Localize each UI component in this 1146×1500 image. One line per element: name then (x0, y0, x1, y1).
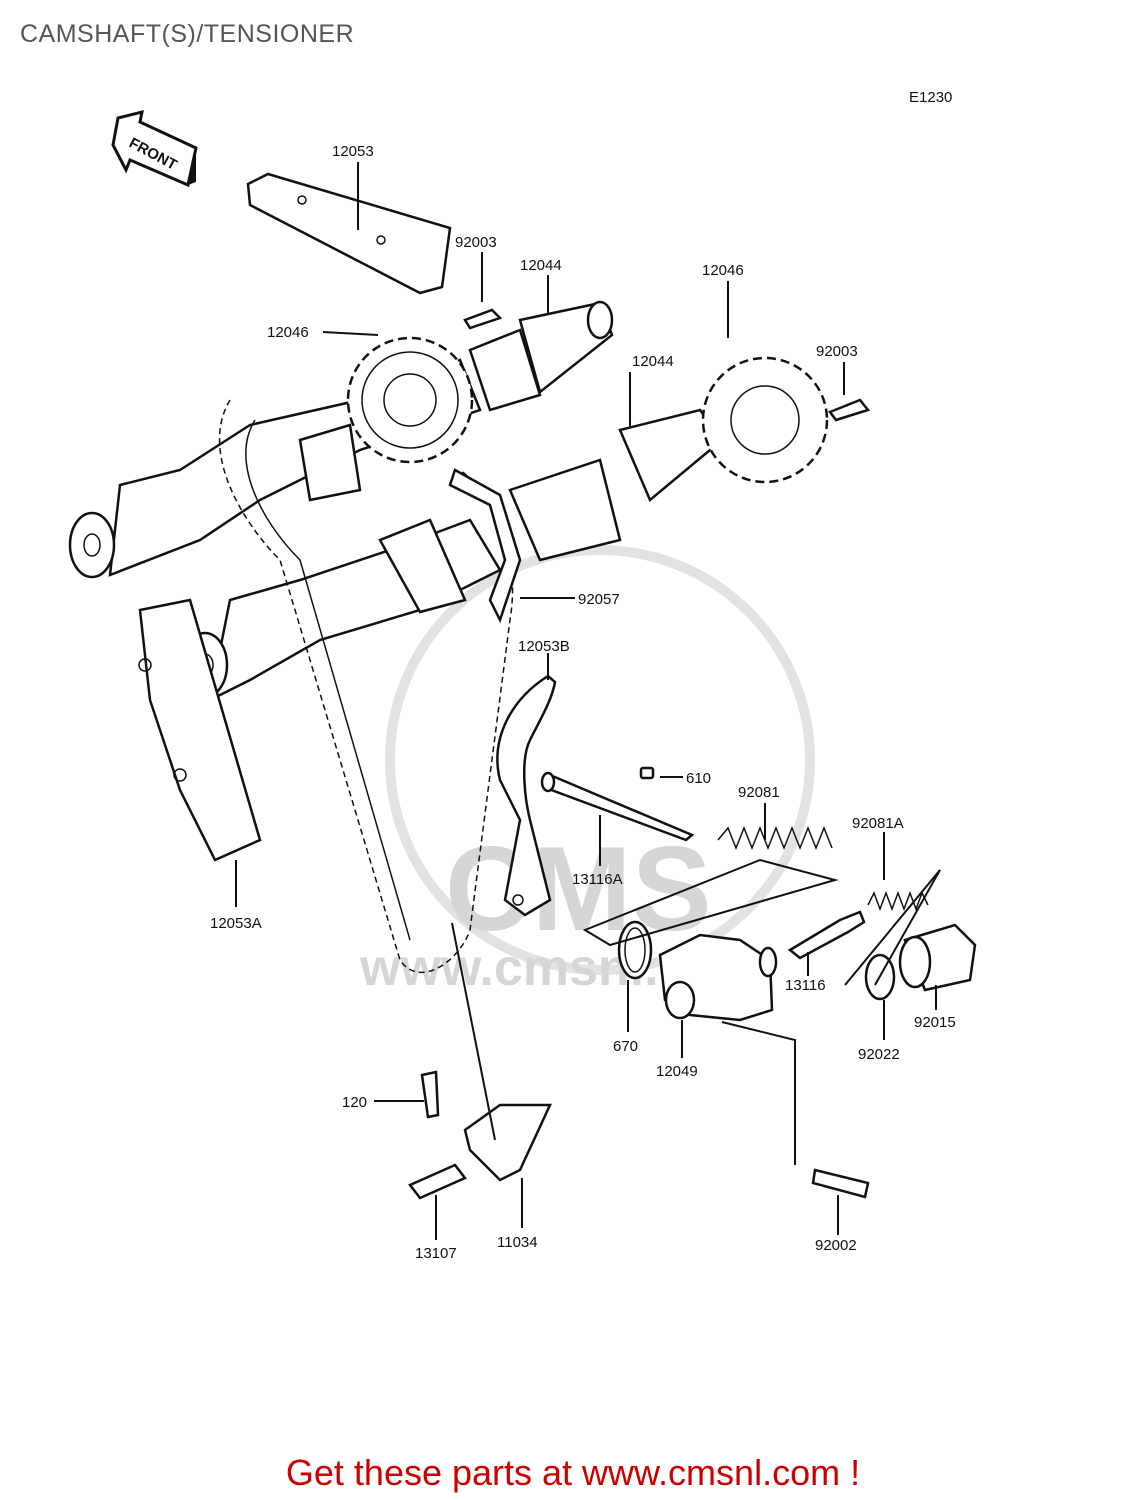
cam-chain (218, 399, 522, 974)
label-670: 670 (613, 1038, 638, 1055)
label-92022: 92022 (858, 1046, 900, 1063)
label-92057: 92057 (578, 591, 620, 608)
spring-92081 (717, 825, 833, 851)
left-chain-guide (138, 598, 262, 862)
upper-chain-guide (246, 172, 452, 295)
bolt-92003-left (463, 308, 503, 330)
parts-diagram: CMS www.cmsnl.com FRONT (68, 109, 977, 1262)
label-11034: 11034 (497, 1234, 538, 1251)
front-arrow-shadow-icon (188, 148, 196, 185)
label-92003-right: 92003 (816, 343, 858, 360)
o-ring-670 (617, 920, 653, 980)
diagram-code: E1230 (909, 89, 953, 106)
label-13107: 13107 (415, 1245, 457, 1262)
leader-lines (235, 162, 941, 1240)
label-12053: 12053 (332, 143, 374, 160)
bracket-11034 (463, 1103, 552, 1182)
cap-92015 (898, 923, 977, 992)
label-12053a: 12053A (210, 915, 262, 932)
pin-13107 (408, 1163, 467, 1200)
label-12053b: 12053B (518, 638, 570, 655)
label-13116: 13116 (785, 977, 826, 994)
footer-cta-link[interactable]: Get these parts at www.cmsnl.com ! (285, 1452, 861, 1493)
bolt-120 (420, 1070, 440, 1119)
part-labels: 12053 92003 12044 12046 12046 92003 1204… (210, 143, 956, 1262)
tensioner-guide (496, 674, 557, 917)
front-direction-arrow: FRONT (111, 109, 198, 188)
label-12046-right: 12046 (702, 262, 744, 279)
label-12044-upper: 12044 (520, 257, 562, 274)
tensioner-body (658, 933, 778, 1022)
label-92002: 92002 (815, 1237, 857, 1254)
label-92081: 92081 (738, 784, 780, 801)
label-12044-lower: 12044 (632, 353, 674, 370)
pin-610 (639, 766, 655, 780)
tensioner-pushrod (540, 771, 695, 842)
label-92003-upper: 92003 (455, 234, 497, 251)
label-92015: 92015 (914, 1014, 956, 1031)
bolt-92002 (811, 1168, 870, 1199)
intake-camshaft (181, 408, 724, 703)
plunger-13116 (787, 910, 866, 960)
label-12046-left: 12046 (267, 324, 309, 341)
label-120: 120 (342, 1094, 367, 1111)
label-13116a: 13116A (572, 871, 623, 888)
watermark-logo-text: CMS (445, 822, 712, 956)
exhaust-sprocket (346, 336, 474, 464)
label-12049: 12049 (656, 1063, 698, 1080)
spring-92081a (867, 890, 929, 912)
label-92081a: 92081A (852, 815, 904, 832)
page-title: CAMSHAFT(S)/TENSIONER (20, 20, 355, 48)
label-610: 610 (686, 770, 711, 787)
watermark-logo-ring (385, 545, 815, 975)
intake-sprocket (701, 356, 829, 484)
bolt-92003-right (828, 398, 871, 422)
